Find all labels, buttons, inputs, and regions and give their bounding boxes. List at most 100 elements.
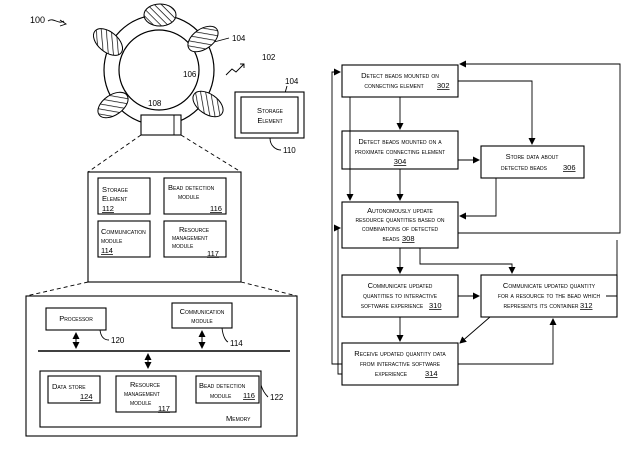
- device-resource-ref: 117: [207, 249, 219, 258]
- ring-inner: [118, 29, 200, 111]
- memory-ref-leader: [260, 384, 269, 398]
- device-communication-line1: Communication: [101, 227, 146, 236]
- bead-top: [143, 3, 177, 27]
- edge-302-306: [458, 80, 536, 145]
- processor-ref-leader: [99, 329, 110, 341]
- step-308-ref: 308: [402, 234, 415, 243]
- system-communication-line1: Communication: [180, 307, 225, 316]
- fig-ref-label: 100: [30, 15, 45, 25]
- device-communication-ref: 114: [101, 246, 113, 255]
- edge-314-312: [458, 318, 557, 365]
- bead-lower-left: [97, 91, 129, 119]
- bead-ref-label: 104: [232, 34, 246, 43]
- device-storage-ref: 112: [102, 204, 114, 213]
- step-314-ref: 314: [425, 369, 438, 378]
- system-bead-detection-ref: 116: [243, 391, 255, 400]
- device-bead-detection-box: [163, 177, 227, 215]
- device-enclosure: [140, 114, 182, 136]
- system-bead-detection-box: [195, 375, 260, 404]
- step-314-line1: Receive updated quantity data: [354, 349, 446, 358]
- step-302-line1: Detect beads mounted on: [361, 71, 439, 80]
- device-resource-line1: Resource: [179, 225, 210, 234]
- step-312-line2: for a resource to the bead which: [498, 291, 601, 300]
- bead-ref-leader: [213, 37, 230, 43]
- device-communication-box: [97, 220, 151, 258]
- step-308-line1: Autonomously update: [367, 206, 433, 215]
- step-306-box: [480, 145, 585, 179]
- system-resource-line2: management: [124, 389, 160, 398]
- data-store-box: [47, 375, 101, 404]
- edge-308-302-loop: [458, 60, 621, 234]
- inner-ref-label: 106: [183, 70, 197, 79]
- system-bead-detection-line2: module: [210, 391, 232, 400]
- step-304-line1: Detect beads mounted on a: [358, 137, 442, 146]
- ring-ref-label: 102: [262, 53, 276, 62]
- edge-308-312: [419, 248, 516, 274]
- system-resource-line3: module: [130, 398, 152, 407]
- device-storage-box: [97, 177, 151, 215]
- external-storage-inner: [240, 96, 299, 134]
- bead-ring: [92, 3, 224, 136]
- step-302-ref: 302: [437, 81, 450, 90]
- external-storage-line2: Element: [257, 116, 282, 125]
- device-storage-line1: Storage: [102, 185, 129, 194]
- step-312-ref: 312: [580, 301, 593, 310]
- device-bead-detection-line1: Bead detection: [168, 183, 215, 192]
- device-resource-line3: module: [172, 241, 194, 250]
- storage-ref-label: 110: [283, 146, 296, 155]
- step-310-ref: 310: [429, 301, 442, 310]
- step-312-line3: represents its container: [504, 301, 579, 310]
- edge-314-308: [334, 224, 342, 375]
- step-310-box: [341, 274, 459, 318]
- edge-306-308: [459, 178, 497, 220]
- step-314-box: [341, 342, 459, 386]
- device-bead-detection-line2: module: [178, 192, 200, 201]
- step-304-ref: 304: [394, 157, 407, 166]
- step-306-ref: 306: [563, 163, 576, 172]
- data-store-line1: Data store: [52, 382, 86, 391]
- step-306-line1: Store data about: [506, 152, 559, 161]
- system-resource-line1: Resource: [130, 380, 161, 389]
- device-bead-detection-ref: 116: [210, 204, 222, 213]
- zoom-line-right: [180, 134, 242, 173]
- external-storage-line1: Storage: [257, 106, 284, 115]
- zoom-line-right-2: [240, 281, 298, 297]
- step-312-line1: Communicate updated quantity: [503, 281, 596, 290]
- step-308-line3: combinations of detected: [362, 224, 439, 233]
- device-ref-label: 108: [148, 99, 162, 108]
- bead-upper-right: [187, 25, 219, 53]
- step-310-line3: software experience: [361, 301, 424, 310]
- step-302-line2: connecting element: [364, 81, 423, 90]
- bead-upper-left: [92, 28, 124, 56]
- step-304-line2: proximate connecting element: [355, 147, 445, 156]
- system-communication-line2: module: [191, 316, 213, 325]
- step-314-line3: experience: [375, 369, 408, 378]
- bead-ref-label-2: 104: [285, 77, 299, 86]
- step-308-line4: beads: [383, 234, 401, 243]
- step-310-line2: quantities to interactive: [363, 291, 438, 300]
- device-storage-line2: Element: [102, 194, 127, 203]
- step-308-box: [341, 201, 459, 249]
- memory-ref-label: 122: [270, 393, 284, 402]
- step-302-box: [341, 64, 459, 98]
- system-resource-box: [115, 375, 177, 413]
- flow-connectors: [331, 60, 621, 375]
- storage-ref-leader: [269, 137, 282, 151]
- zoom-line-left: [87, 134, 142, 173]
- ring-ref-arrow: [225, 63, 245, 76]
- step-312-box: [480, 274, 618, 318]
- fig-ref-arrow: [47, 19, 68, 27]
- system-communication-box: [171, 302, 233, 329]
- step-304-box: [341, 130, 459, 170]
- system-bead-detection-line1: Bead detection: [199, 381, 246, 390]
- device-communication-line2: module: [101, 236, 123, 245]
- device-resource-box: [163, 220, 227, 258]
- bead-lower-right: [192, 90, 224, 118]
- step-308-line2: resource quantities based on: [355, 215, 444, 224]
- processor-ref-label: 120: [111, 336, 125, 345]
- processor-label: Processor: [59, 314, 93, 323]
- system-resource-ref: 117: [158, 404, 170, 413]
- comm-ref-leader: [221, 327, 229, 343]
